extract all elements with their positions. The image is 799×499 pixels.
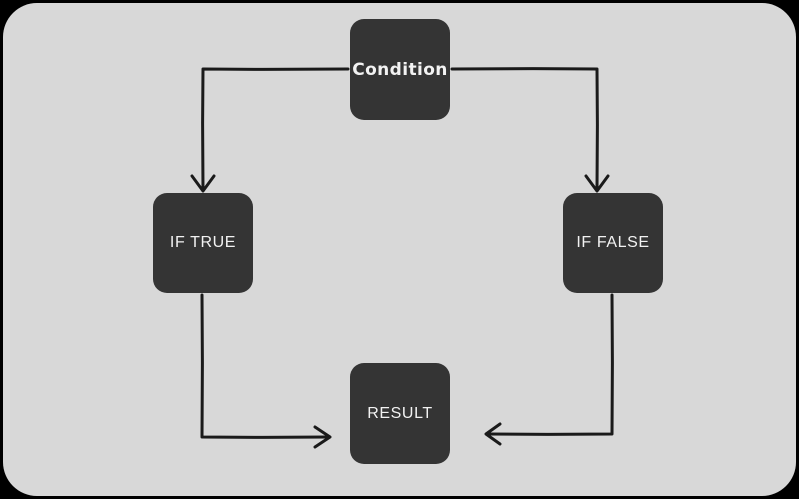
edge-condition-to-if-true	[201, 67, 350, 191]
edge-if-true-to-result-arrowhead	[313, 425, 332, 449]
node-if-true[interactable]: IF TRUE	[153, 193, 253, 293]
edge-condition-to-if-false-arrowhead	[584, 174, 610, 193]
edge-if-false-to-result-arrowhead	[484, 422, 502, 446]
node-condition-label: Condition	[352, 59, 448, 80]
node-if-false-label: IF FALSE	[576, 234, 650, 251]
edge-condition-to-if-true-arrowhead	[190, 174, 216, 193]
node-if-true-label: IF TRUE	[169, 234, 237, 251]
node-condition[interactable]: Condition	[350, 19, 450, 120]
node-result[interactable]: RESULT	[350, 363, 450, 464]
diagram-canvas: Condition IF TRUE IF FALSE RESULT	[3, 3, 796, 496]
edge-if-false-to-result	[486, 293, 614, 436]
edge-layer	[190, 67, 614, 449]
node-if-false[interactable]: IF FALSE	[563, 193, 663, 293]
node-result-label: RESULT	[367, 404, 433, 422]
edge-condition-to-if-false	[450, 67, 599, 191]
edge-if-true-to-result	[200, 293, 330, 439]
